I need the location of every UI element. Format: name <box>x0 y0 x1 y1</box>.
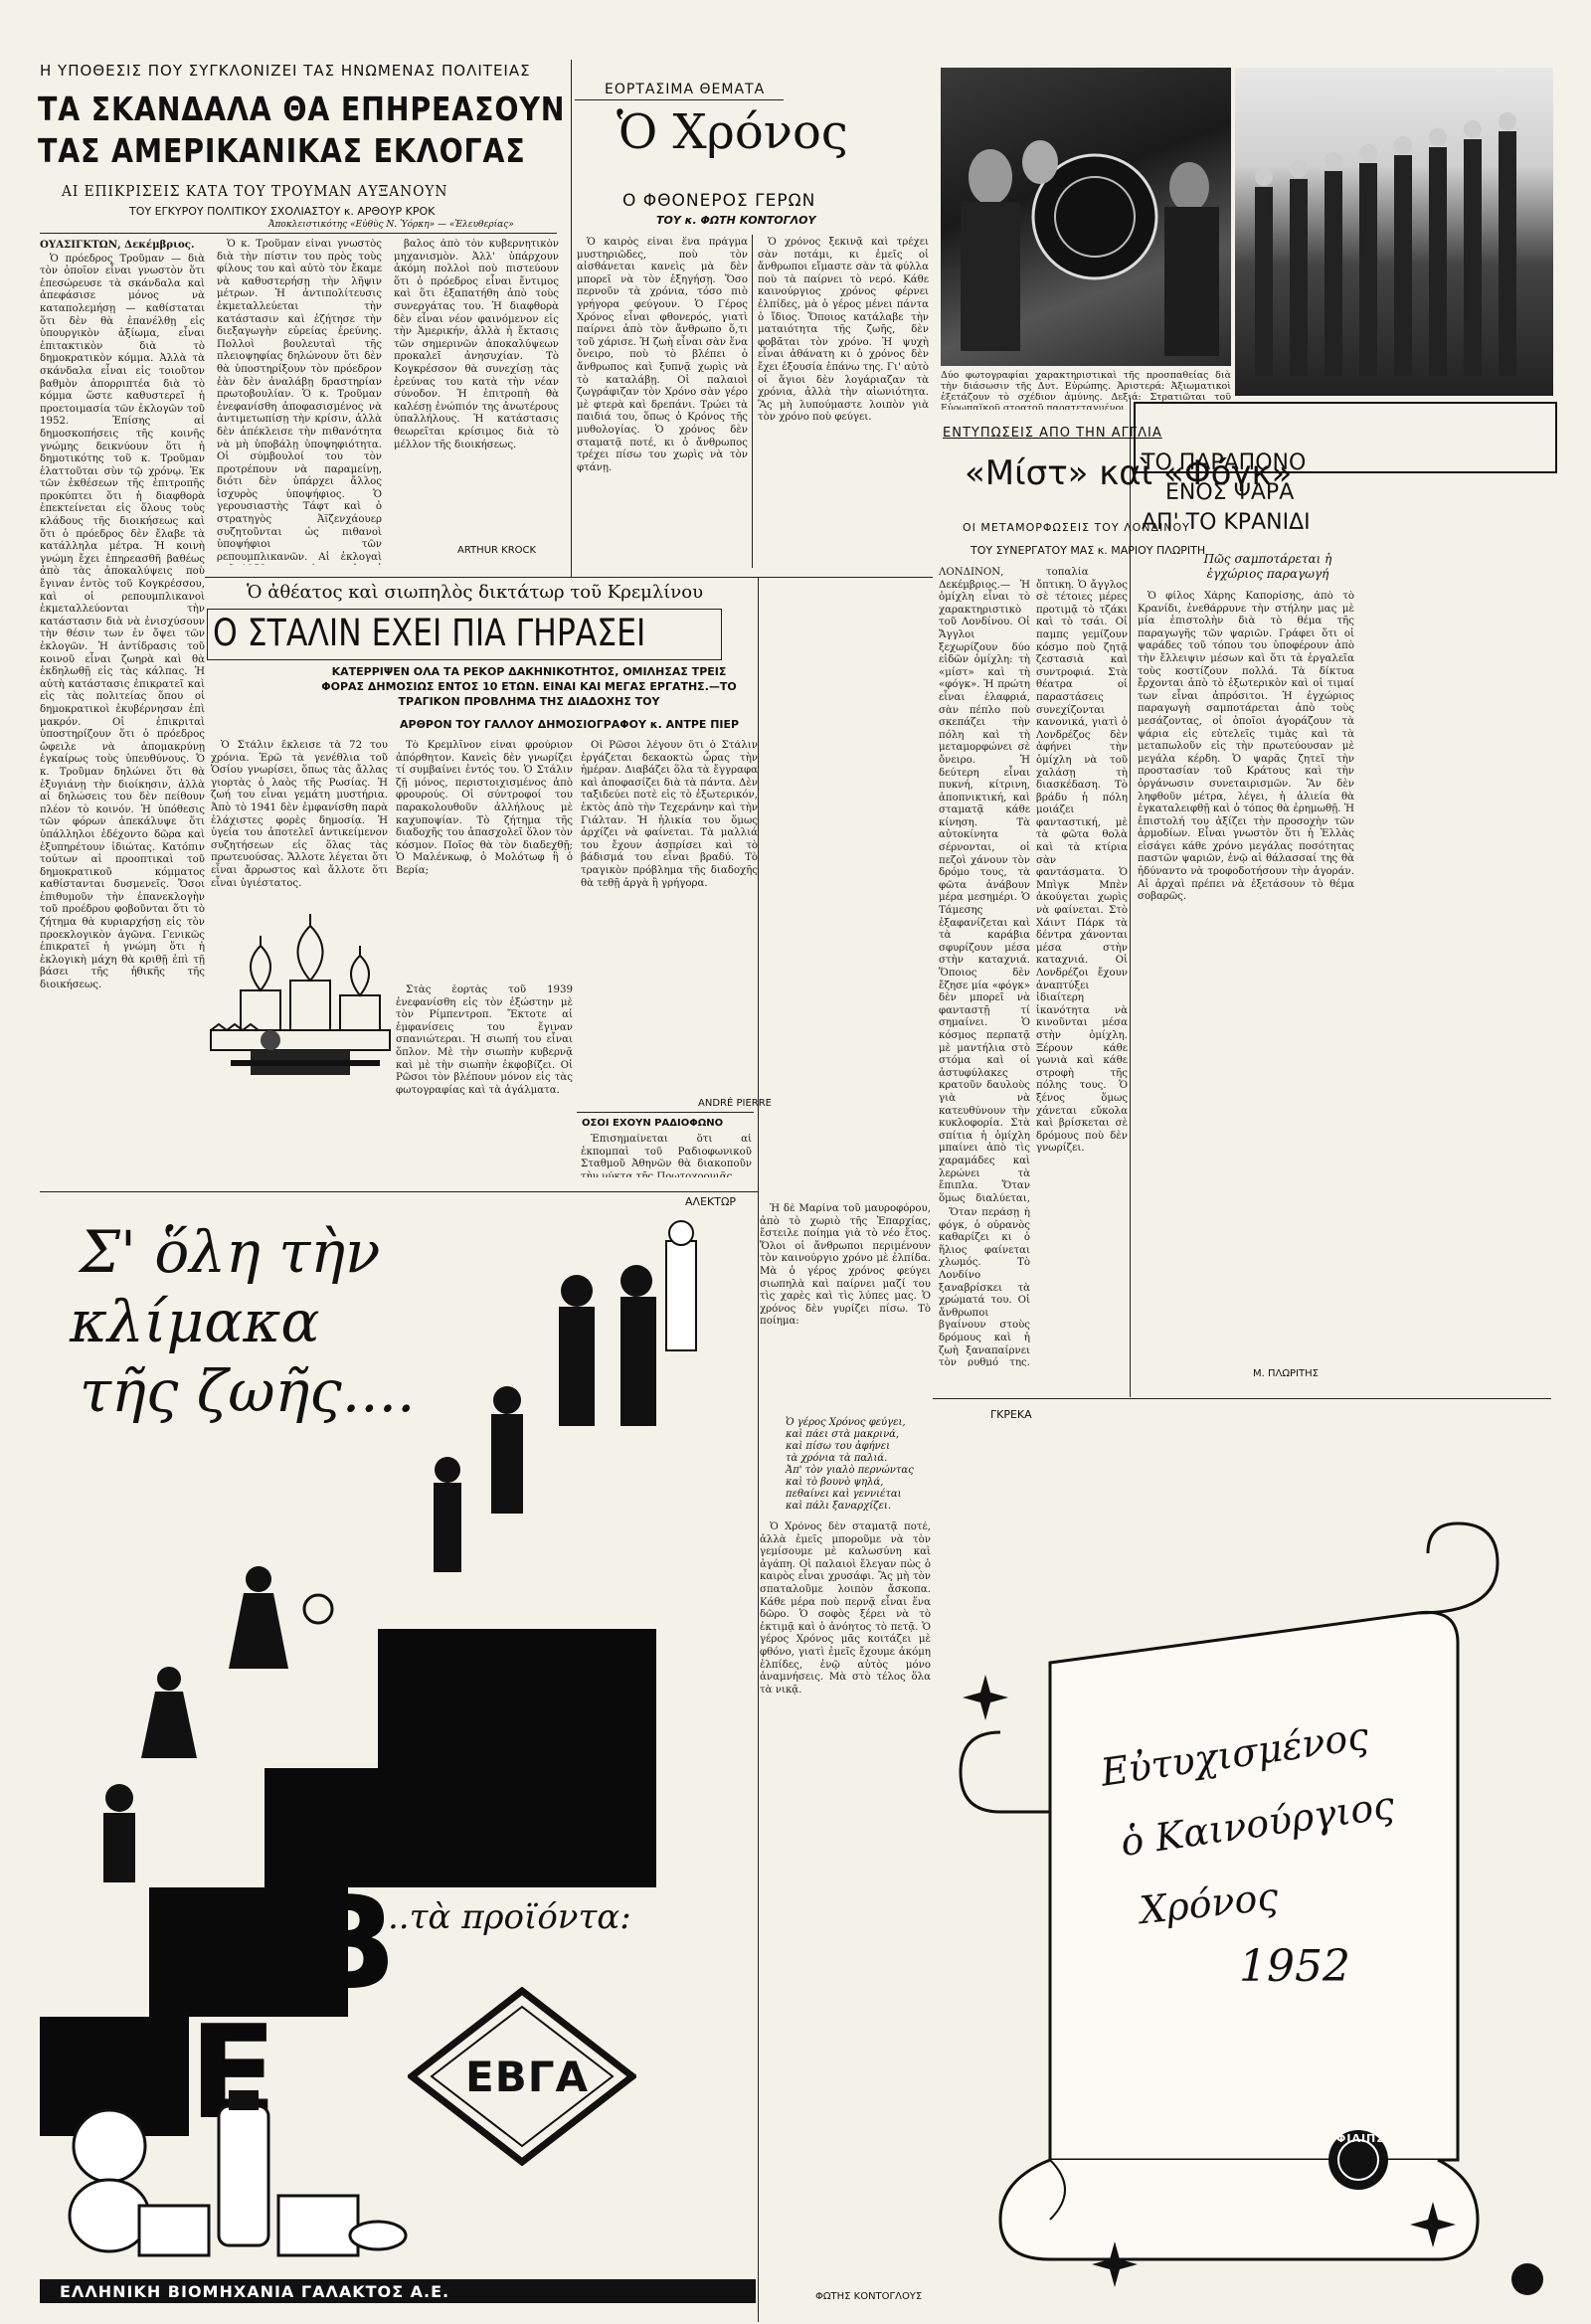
philips-agency: ΓΚΡΕΚΑ <box>990 1408 1032 1421</box>
london-signature: Μ. ΠΛΩΡΙΤΗΣ <box>1253 1368 1319 1379</box>
philips-brand: ΦΙΛΙΠΣ <box>1336 2132 1385 2145</box>
chronos-column-2: Ὁ χρόνος ξεκινᾷ καὶ τρέχει σὰν ποτάμι, κ… <box>758 237 929 565</box>
bottom-column-main: Ὁ Χρόνος δὲν σταματᾷ ποτέ, ἀλλὰ ἐμεῖς μπ… <box>760 1521 931 2277</box>
london-text-2: τοπαλία ὄπτικη. Ὁ ἄγγλος σὲ τέτοιες μέρε… <box>1036 567 1128 1155</box>
evga-slogan-line-1: Σ' ὅλη τὴν <box>80 1218 381 1286</box>
photo-caption: Δύο φωτογραφίαι χαρακτηριστικαὶ τῆς προσ… <box>941 370 1231 410</box>
evga-products-illustration <box>68 2090 408 2257</box>
complaint-text: Ὁ φίλος Χάρης Καπορίσης, ἀπὸ τὸ Κρανίδι,… <box>1138 591 1354 903</box>
evga-products-text: ..τὰ προϊόντα: <box>388 1897 631 1937</box>
main-article-column-1: ΟΥΑΣΙΓΚΤΩΝ, Δεκέμβριος. Ὁ πρόεδρος Τροῦμ… <box>40 239 205 1770</box>
chronos-text-1: Ὁ καιρὸς εἶναι ἕνα πράγμα μυστηριῶδες, π… <box>577 237 748 473</box>
main-article-headline-2: ΤΑΣ ΑΜΕΡΙΚΑΝΙΚΑΣ ΕΚΛΟΓΑΣ <box>38 131 526 170</box>
chronos-byline: ΤΟΥ κ. ΦΩΤΗ ΚΟΝΤΟΓΛΟΥ <box>656 214 816 227</box>
philips-year: 1952 <box>1239 1941 1350 1992</box>
main-article-text-2: Ὁ κ. Τροῦμαν εἶναι γνωστὸς διὰ τὴν πίστι… <box>217 239 382 565</box>
evga-letter-g: Γ <box>416 1748 499 1899</box>
stalin-byline: ΑΡΘΡΟΝ ΤΟΥ ΓΑΛΛΟΥ ΔΗΜΟΣΙΟΓΡΑΦΟΥ κ. ΑΝΤΡΕ… <box>400 718 740 731</box>
bottom-column-text-2: Ὁ Χρόνος δὲν σταματᾷ ποτέ, ἀλλὰ ἐμεῖς μπ… <box>760 1521 931 1696</box>
stalin-column-2: Τὸ Κρεμλῖνον εἶναι φρούριον ἀπόρθητον. Κ… <box>396 740 573 979</box>
kremlin-cartoon <box>201 911 400 1090</box>
evga-footer-bar <box>40 2279 756 2303</box>
philips-scroll-illustration <box>959 1521 1543 2295</box>
radio-text: Ἐπισημαίνεται ὅτι αἱ ἐκπομπαὶ τοῦ Ραδιοφ… <box>581 1134 752 1177</box>
london-column-3: Ὅταν περάσῃ ἡ φόγκ, ὁ οὐρανὸς καθαρίζει … <box>939 1207 1030 1366</box>
complaint-title-box <box>1134 402 1557 473</box>
evga-logo-text: ΕΒΓΑ <box>465 2053 589 2101</box>
radio-column: Ἐπισημαίνεται ὅτι αἱ ἐκπομπαὶ τοῦ Ραδιοφ… <box>581 1134 752 1177</box>
london-subhead: ΟΙ ΜΕΤΑΜΟΡΦΩΣΕΙΣ ΤΟΥ ΛΟΝΔΙΝΟΥ <box>963 521 1190 534</box>
stalin-text-3: Στὰς ἑορτὰς τοῦ 1939 ἐνεφανίσθη εἰς τὸν … <box>396 984 573 1096</box>
evga-step-a <box>378 1629 656 1768</box>
photo-caption-text: Δύο φωτογραφίαι χαρακτηριστικαὶ τῆς προσ… <box>941 370 1231 410</box>
chronos-column-1: Ὁ καιρὸς εἶναι ἕνα πράγμα μυστηριῶδες, π… <box>577 237 748 565</box>
philips-ad: ΓΚΡΕΚΑ Εὐτυχισμένος ὁ Καινούργιος Χρόνος… <box>941 1404 1551 2299</box>
complaint-subtitle: Πῶς σαμποτάρεται ἡ ἐγχώριος παραγωγή <box>1203 552 1332 581</box>
evga-slogan-line-3: τῆς ζωῆς.... <box>80 1357 416 1425</box>
london-headline: «Μίστ» καὶ «Φόγκ» <box>965 453 1293 493</box>
chronos-headline: Ὁ Χρόνος <box>617 104 848 160</box>
main-article-headline-1: ΤΑ ΣΚΑΝΔΑΛΑ ΘΑ ΕΠΗΡΕΑΣΟΥΝ <box>38 89 566 128</box>
evga-letter-a: Α <box>537 1609 638 1760</box>
london-column-1: ΛΟΝΔΙΝΟΝ, Δεκέμβριος.— Ἡ ὁμίχλη εἶναι τὸ… <box>939 567 1030 1203</box>
stalin-kicker: Ὁ ἀθέατος καὶ σιωπηλὸς δικτάτωρ τοῦ Κρεμ… <box>247 582 704 603</box>
london-byline: ΤΟΥ ΣΥΝΕΡΓΑΤΟΥ ΜΑΣ κ. ΜΑΡΙΟΥ ΠΛΩΡΙΤΗ <box>971 544 1206 557</box>
main-article-byline: ΤΟΥ ΕΓΚΥΡΟΥ ΠΟΛΙΤΙΚΟΥ ΣΧΟΛΙΑΣΤΟΥ κ. ΑΡΘΟ… <box>129 205 436 218</box>
chronos-kicker: ΕΟΡΤΑΣΙΜΑ ΘΕΜΑΤΑ <box>605 82 766 97</box>
complaint-column: Ὁ φίλος Χάρης Καπορίσης, ἀπὸ τὸ Κρανίδι,… <box>1138 591 1354 1376</box>
bottom-column-signature: ΦΩΤΗΣ ΚΟΝΤΟΓΛΟΥΣ <box>815 2291 923 2302</box>
stalin-column-4: Οἱ Ρῶσοι λέγουν ὅτι ὁ Στάλιν ἐργάζεται δ… <box>581 740 758 1078</box>
london-kicker: ΕΝΤΥΠΩΣΕΙΣ ΑΠΟ ΤΗΝ ΑΓΓΛΙΑ <box>943 426 1162 441</box>
evga-family-illustration <box>434 1220 697 1572</box>
chronos-subhead: Ο ΦΘΟΝΕΡΟΣ ΓΕΡΩΝ <box>622 191 816 211</box>
chronos-text-2: Ὁ χρόνος ξεκινᾷ καὶ τρέχει σὰν ποτάμι, κ… <box>758 237 929 424</box>
main-article-column-2: Ὁ κ. Τροῦμαν εἶναι γνωστὸς διὰ τὴν πίστι… <box>217 239 382 565</box>
main-article-source-note: Ἀποκλειστικότης «Εὐθὺς Ν. Ὑόρκη» — «Ἐλευ… <box>268 220 514 230</box>
stalin-column-3: Στὰς ἑορτὰς τοῦ 1939 ἐνεφανίσθη εἰς τὸν … <box>396 984 573 1179</box>
stalin-text-1: Ὁ Στάλιν ἔκλεισε τὰ 72 του χρόνια. Ἐρῶ τ… <box>211 740 388 889</box>
complaint-title-line-1: ΤΟ ΠΑΡΑΠΟΝΟ <box>1142 450 1307 475</box>
main-article-dateline: ΟΥΑΣΙΓΚΤΩΝ, Δεκέμβριος. <box>40 239 195 251</box>
stalin-deck: ΚΑΤΕΡΡΙΨΕΝ ΟΛΑ ΤΑ ΡΕΚΟΡ ΔΑΚΗΝΙΚΟΤΗΤΟΣ, Ο… <box>321 665 737 708</box>
evga-step-v <box>149 1887 348 2017</box>
evga-step-g <box>265 1768 656 1887</box>
evga-slogan-line-2: κλίμακα <box>70 1288 320 1355</box>
evga-footer: ΕΛΛΗΝΙΚΗ ΒΙΟΜΗΧΑΝΙΑ ΓΑΛΑΚΤΟΣ Α.Ε. <box>60 2282 450 2301</box>
main-article-subhead: ΑΙ ΕΠΙΚΡΙΣΕΙΣ ΚΑΤΑ ΤΟΥ ΤΡΟΥΜΑΝ ΑΥΞΑΝΟΥΝ <box>62 182 448 200</box>
radio-title: ΟΣΟΙ ΕΧΟΥΝ ΡΑΔΙΟΦΩΝΟ <box>582 1118 724 1129</box>
military-photo-left <box>941 68 1231 366</box>
london-text-3: Ὅταν περάσῃ ἡ φόγκ, ὁ οὐρανὸς καθαρίζει … <box>939 1207 1030 1366</box>
bottom-column-poem: Ὁ γέρος Χρόνος φεύγει, καὶ πάει στὰ μακρ… <box>786 1417 914 1512</box>
military-photo-right <box>1235 68 1553 396</box>
main-article-text-3: βαλος ἀπὸ τὸν κυβερνητικὸν μηχανισμὸν. Ἀ… <box>394 239 559 450</box>
stalin-text-4: Οἱ Ρῶσοι λέγουν ὅτι ὁ Στάλιν ἐργάζεται δ… <box>581 740 758 889</box>
main-article-kicker: Η ΥΠΟΘΕΣΙΣ ΠΟΥ ΣΥΓΚΛΟΝΙΖΕΙ ΤΑΣ ΗΝΩΜΕΝΑΣ … <box>40 62 531 80</box>
main-article-column-3: βαλος ἀπὸ τὸν κυβερνητικὸν μηχανισμὸν. Ἀ… <box>394 239 559 507</box>
complaint-title-line-3: ΑΠ' ΤΟ ΚΡΑΝΙΔΙ <box>1142 510 1311 535</box>
london-text-1: ΛΟΝΔΙΝΟΝ, Δεκέμβριος.— Ἡ ὁμίχλη εἶναι τὸ… <box>939 567 1030 1203</box>
stalin-column-1: Ὁ Στάλιν ἔκλεισε τὰ 72 του χρόνια. Ἐρῶ τ… <box>211 740 388 909</box>
main-article-text-1: Ὁ πρόεδρος Τροῦμαν — διὰ τὸν ὁποῖον εἶνα… <box>40 253 205 991</box>
evga-ad: ΑΛΕΚΤΩΡ Σ' ὅλη τὴν κλίμακα τῆς ζωῆς.... … <box>40 1191 756 2305</box>
stalin-text-2: Τὸ Κρεμλῖνον εἶναι φρούριον ἀπόρθητον. Κ… <box>396 740 573 876</box>
stalin-headline: Ο ΣΤΑΛΙΝ ΕΧΕΙ ΠΙΑ ΓΗΡΑΣΕΙ <box>213 612 646 654</box>
evga-agency: ΑΛΕΚΤΩΡ <box>685 1195 736 1208</box>
bottom-column-top: Ἡ δὲ Μαρίνα τοῦ μαυροφόρου, ἀπὸ τὸ χωριὸ… <box>760 1203 931 1417</box>
london-column-2: τοπαλία ὄπτικη. Ὁ ἄγγλος σὲ τέτοιες μέρε… <box>1036 567 1128 1213</box>
evga-children-illustration <box>103 1566 334 1882</box>
evga-diamond-logo: ΕΒΓΑ <box>406 1986 638 2167</box>
stalin-signature: ANDRÉ PIERRE <box>698 1098 772 1109</box>
main-article-signature: ARTHUR KROCK <box>457 545 537 556</box>
bottom-column-text: Ἡ δὲ Μαρίνα τοῦ μαυροφόρου, ἀπὸ τὸ χωριὸ… <box>760 1203 931 1328</box>
complaint-title-line-2: ΕΝΟΣ ΨΑΡΑ <box>1165 480 1295 505</box>
stalin-headline-box <box>207 609 722 660</box>
evga-letter-v: Β <box>298 1868 399 2019</box>
